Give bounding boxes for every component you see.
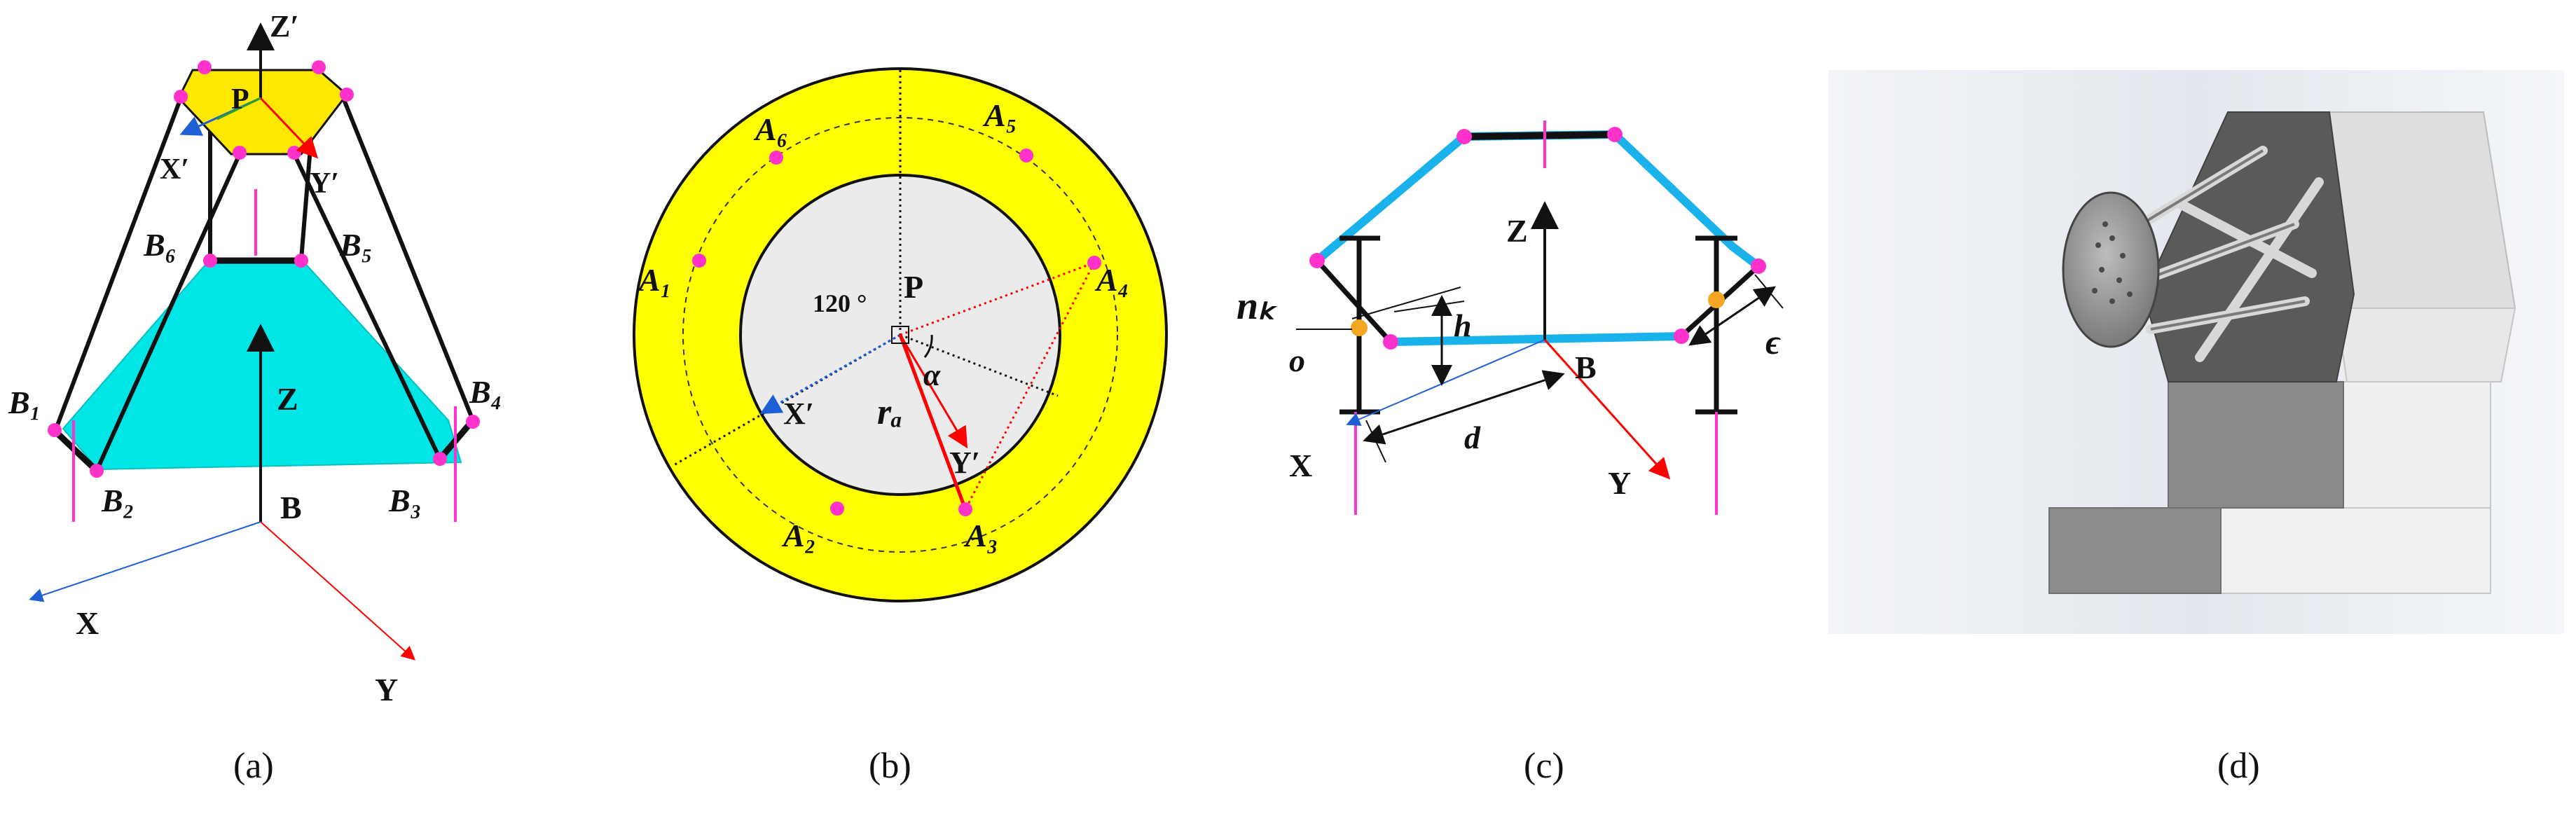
x-axis: [29, 521, 261, 602]
label-b4: B₄: [469, 374, 502, 410]
upper-link-chain: [1314, 130, 1761, 270]
label-alpha: α: [923, 358, 941, 392]
panel-c: Z B X Y h d o ϵ nₖ (c): [1237, 120, 1784, 786]
label-y: Y: [375, 672, 398, 708]
base-joints: [48, 254, 480, 478]
x-axis-c: [1346, 339, 1545, 426]
label-y-prime: Y′: [310, 167, 339, 200]
label-eps: ϵ: [1765, 322, 1781, 361]
caption-b: (b): [869, 746, 911, 786]
caption-c: (c): [1524, 746, 1564, 786]
x-prime-axis-b: [759, 333, 901, 414]
caption-d: (d): [2217, 746, 2260, 786]
y-axis: [260, 521, 415, 661]
label-a6: A₆: [753, 111, 788, 147]
y-prime-axis-b: [899, 334, 968, 449]
label-d: d: [1464, 420, 1481, 455]
anchor-points: [692, 149, 1101, 516]
label-a3: A₃: [963, 518, 998, 553]
label-h: h: [1454, 308, 1472, 343]
panel-a: Z′ P X′ Y′ Z B X Y B₁ B₂ B₃ B₄ B₅ B₆ (a): [8, 9, 502, 786]
label-p-b: P: [904, 269, 923, 305]
label-a1: A₁: [637, 262, 672, 298]
top-platform: [177, 69, 349, 156]
label-x-prime: X′: [160, 153, 189, 186]
label-angle: 120 °: [813, 289, 867, 317]
label-y-c: Y: [1608, 465, 1631, 501]
label-b2: B₂: [101, 483, 135, 518]
label-b5: B₅: [339, 227, 373, 263]
label-y-prime-b: Y′: [949, 446, 980, 480]
label-z: Z: [277, 381, 298, 417]
label-x: X: [76, 605, 99, 641]
label-nk: nₖ: [1237, 284, 1278, 328]
label-a2: A₂: [781, 518, 816, 553]
panel-d: (d): [1828, 70, 2564, 786]
label-a5: A₅: [982, 97, 1017, 133]
label-b-c: B: [1575, 350, 1597, 385]
label-b1: B₁: [8, 385, 41, 420]
label-p-top: P: [231, 83, 249, 116]
label-a4: A₄: [1094, 262, 1129, 298]
label-z-c: Z: [1506, 213, 1528, 249]
slider-points: [1351, 291, 1725, 336]
label-x-prime-b: X′: [783, 396, 814, 431]
panel-b: A₁ A₂ A₃ A₄ A₅ A₆ P 120 ° α rₐ X′ Y′ (b): [633, 67, 1168, 786]
label-x-c: X: [1289, 448, 1312, 483]
radius-ra: [898, 334, 967, 510]
lower-link: [1390, 332, 1682, 346]
label-z-prime: Z′: [270, 9, 299, 43]
dashed-anchor-circle: [682, 117, 1118, 553]
end-effector-disc: [2062, 191, 2160, 348]
y-axis-c: [1543, 338, 1671, 480]
label-o: o: [1289, 343, 1305, 378]
label-b3: B₃: [388, 483, 422, 518]
label-ra: rₐ: [877, 392, 902, 432]
label-b6: B₆: [143, 227, 177, 263]
label-b: B: [280, 490, 302, 525]
y-prime-axis: [259, 97, 319, 159]
caption-a: (a): [233, 746, 274, 786]
link-joints: [1309, 127, 1766, 350]
